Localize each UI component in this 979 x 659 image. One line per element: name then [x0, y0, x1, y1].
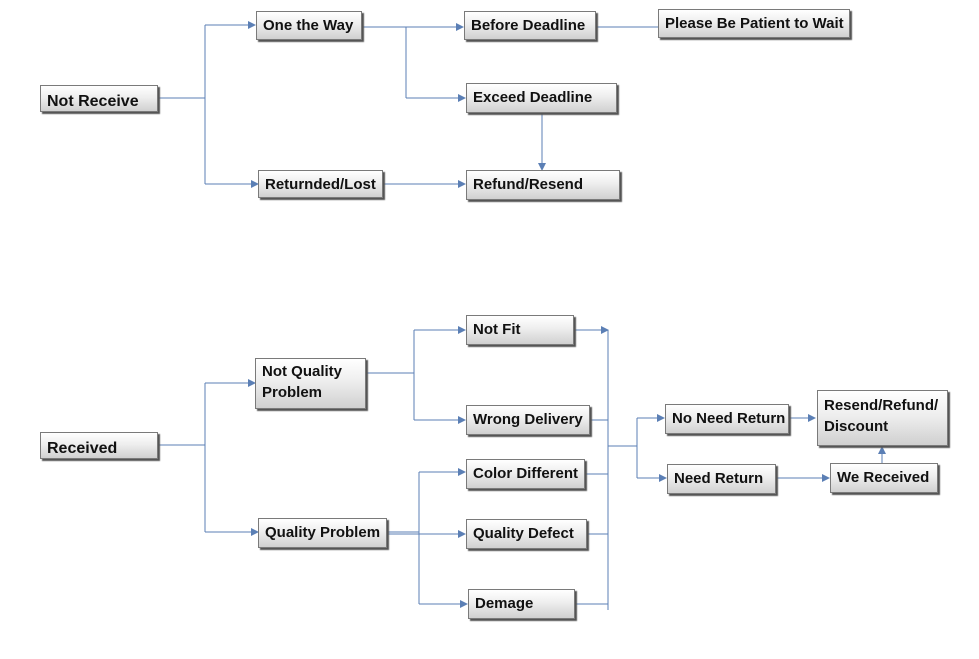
node-not-receive: Not Receive — [40, 85, 158, 112]
node-quality-problem: Quality Problem — [258, 518, 387, 548]
node-received: Received — [40, 432, 158, 459]
connector-quality-trunk — [387, 472, 420, 533]
node-color-different: Color Different — [466, 459, 585, 489]
node-one-the-way: One the Way — [256, 11, 362, 40]
node-returned-lost: Returnded/Lost — [258, 170, 383, 198]
node-need-return: Need Return — [667, 464, 776, 494]
node-no-need-return: No Need Return — [665, 404, 789, 434]
node-not-quality-problem: Not Quality Problem — [255, 358, 366, 409]
node-not-fit: Not Fit — [466, 315, 574, 345]
connector-not-quality-trunk — [366, 330, 415, 374]
node-demage: Demage — [468, 589, 575, 619]
node-quality-defect: Quality Defect — [466, 519, 587, 549]
node-exceed-deadline: Exceed Deadline — [466, 83, 617, 113]
node-resend-refund-discount: Resend/Refund/ Discount — [817, 390, 948, 446]
node-we-received: We Received — [830, 463, 938, 493]
node-before-deadline: Before Deadline — [464, 11, 596, 40]
node-refund-resend: Refund/Resend — [466, 170, 620, 200]
node-wrong-delivery: Wrong Delivery — [466, 405, 590, 435]
connector-one-the-way-trunk — [362, 26, 407, 98]
node-please-be-patient: Please Be Patient to Wait — [658, 9, 850, 38]
connector-not-receive-trunk — [158, 25, 206, 99]
connector-received-trunk — [158, 383, 206, 446]
